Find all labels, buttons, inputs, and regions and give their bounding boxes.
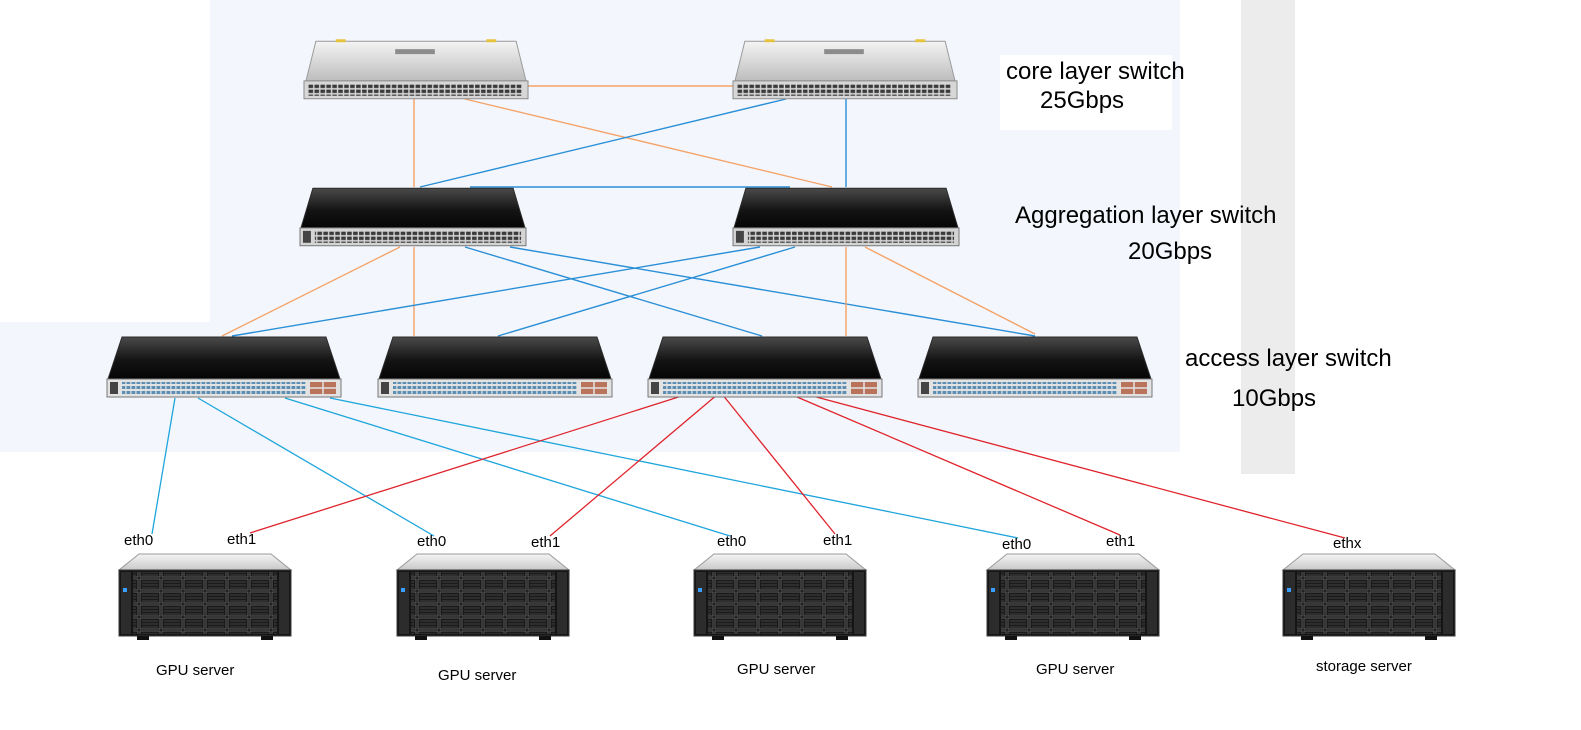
- aggregation-links: [221, 246, 1036, 337]
- gpu-server-3: [693, 553, 867, 641]
- port-label-eth0: eth0: [124, 532, 154, 549]
- aggregation-switch-2: [732, 187, 960, 247]
- server-label: GPU server: [156, 662, 235, 679]
- aggregation-layer-label: Aggregation layer switch: [1015, 202, 1277, 229]
- srv3-eth0-link: [284, 397, 731, 537]
- port-label-eth1: eth1: [227, 531, 257, 548]
- srv4-eth1-link: [789, 393, 1121, 536]
- background-strip: [1241, 0, 1295, 474]
- agg1-acc3-link: [464, 246, 763, 337]
- storage-server: [1282, 553, 1456, 641]
- port-label-eth1: eth1: [1106, 533, 1136, 550]
- storage-ethx-link: [804, 393, 1346, 539]
- agg2-acc4-link: [864, 246, 1036, 335]
- access-switch-1: [106, 336, 342, 398]
- access-layer-label: access layer switch: [1185, 345, 1392, 372]
- port-label-eth0: eth0: [1002, 536, 1032, 553]
- agg2-acc2-link: [497, 246, 796, 337]
- port-label-eth1: eth1: [823, 532, 853, 549]
- aggregation-layer-speed: 20Gbps: [1128, 238, 1213, 265]
- access-switch-2: [377, 336, 613, 398]
- port-label-eth1: eth1: [531, 534, 561, 551]
- server-label: GPU server: [438, 667, 517, 684]
- aggregation-switch-1: [299, 187, 527, 247]
- access-switch-4: [917, 336, 1153, 398]
- core-switch-2: [732, 39, 958, 100]
- agg1-acc1-link: [221, 246, 401, 337]
- server-label: GPU server: [1036, 661, 1115, 678]
- server-label: storage server: [1316, 658, 1412, 675]
- srv4-eth0-link: [329, 397, 1019, 539]
- core-links: [413, 85, 847, 188]
- access-layer-speed: 10Gbps: [1232, 385, 1317, 412]
- core2-agg1-link: [419, 98, 787, 188]
- port-label-eth0: eth0: [417, 533, 447, 550]
- srv3-eth1-link: [721, 393, 836, 535]
- gpu-server-4: [986, 553, 1160, 641]
- server-links: [151, 393, 1346, 539]
- label-backdrop: [1000, 55, 1172, 130]
- core1-agg2-link: [464, 98, 833, 188]
- srv2-eth1-link: [549, 393, 719, 537]
- port-label-eth0: eth0: [717, 533, 747, 550]
- agg2-acc1-link: [231, 246, 761, 337]
- gpu-server-1: [118, 553, 292, 641]
- core-layer-label: core layer switch: [1006, 58, 1185, 85]
- srv1-eth1-link: [249, 393, 689, 534]
- gpu-server-2: [396, 553, 570, 641]
- agg1-acc4-link: [509, 246, 1036, 337]
- srv1-eth0-link: [151, 397, 176, 535]
- srv2-eth0-link: [197, 397, 435, 537]
- access-switch-3: [647, 336, 883, 398]
- core-layer-speed: 25Gbps: [1040, 87, 1125, 114]
- server-label: GPU server: [737, 661, 816, 678]
- port-label-ethx: ethx: [1333, 535, 1362, 552]
- core-switch-1: [303, 39, 529, 100]
